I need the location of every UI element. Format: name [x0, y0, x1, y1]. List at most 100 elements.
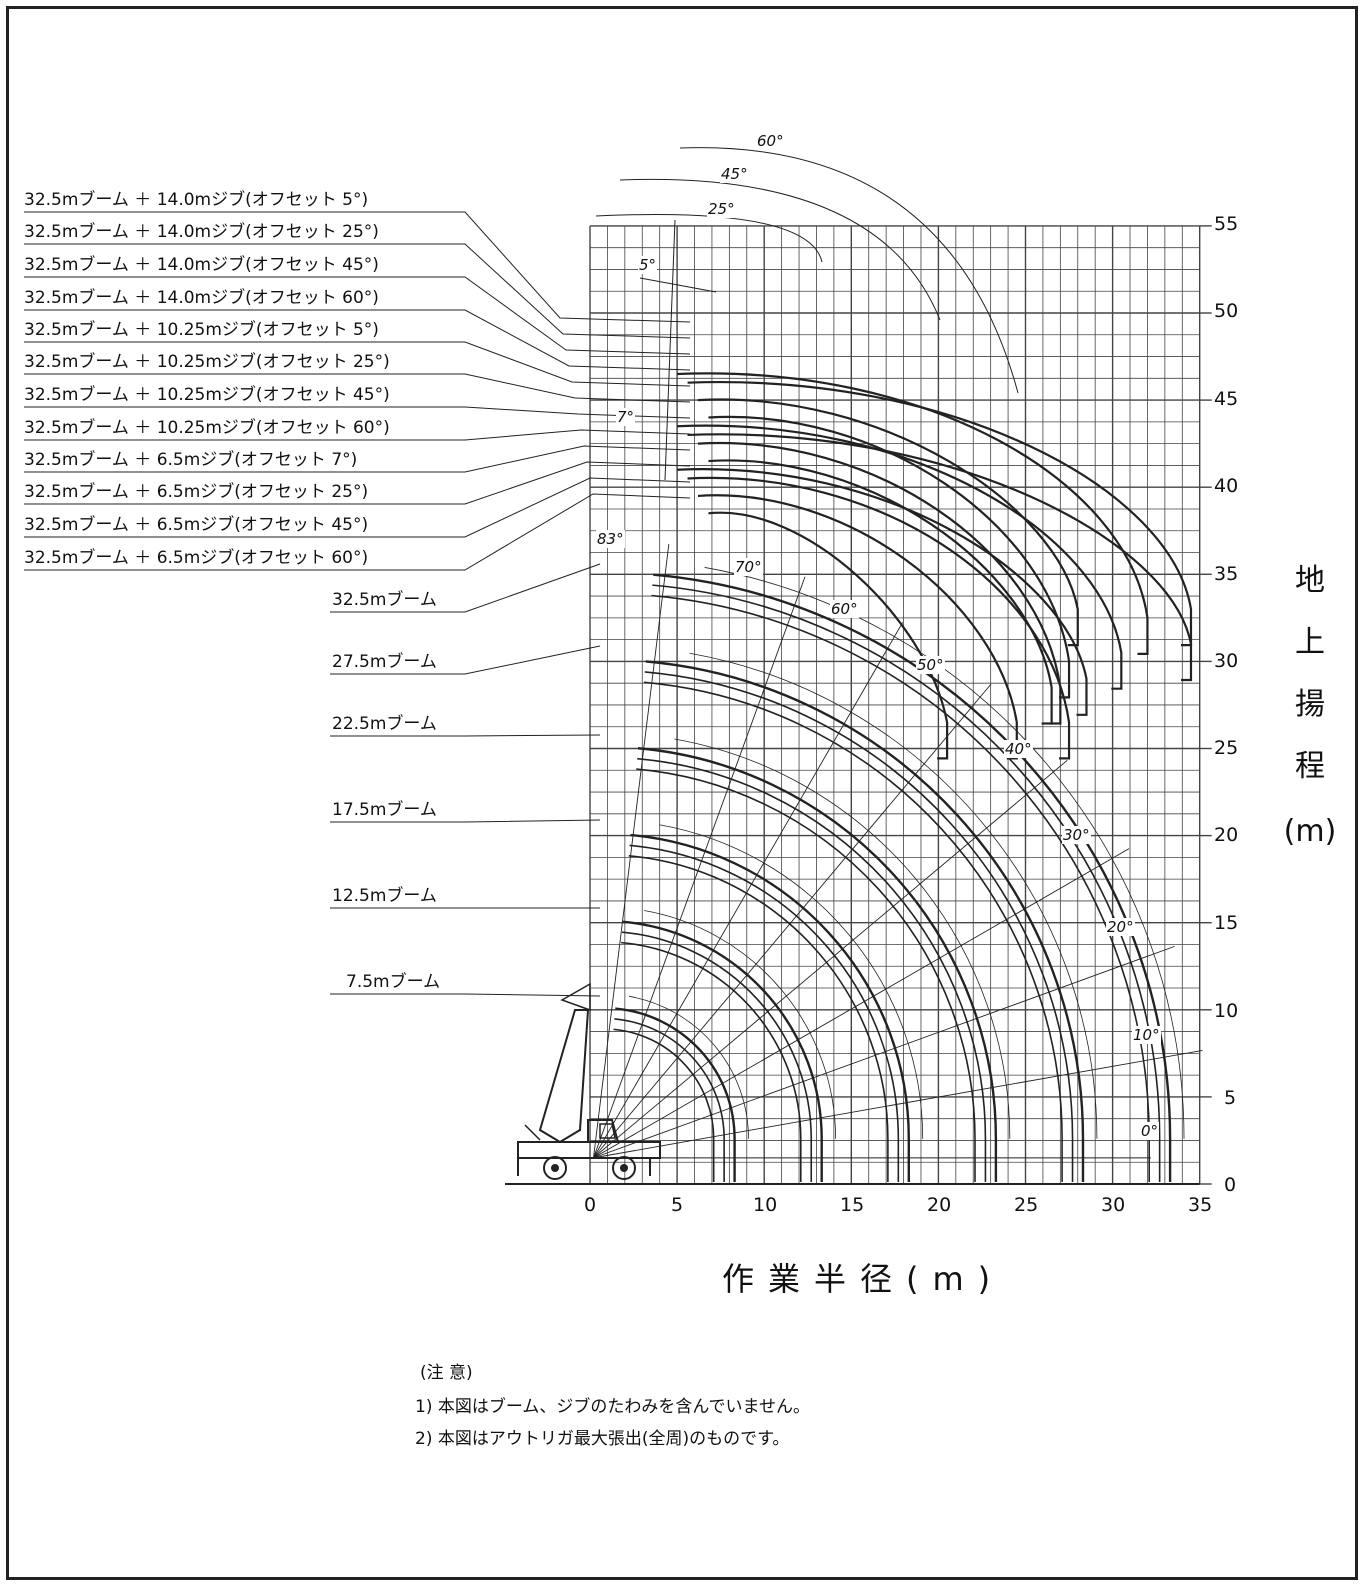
boom-range-arc: [643, 681, 1063, 1182]
x-tick: 35: [1188, 1194, 1213, 1216]
jib-label-leader: [24, 309, 691, 371]
boom-range-arc-outer: [689, 652, 1098, 1139]
jib-offset-line: [664, 219, 676, 481]
jib-label-leader: [24, 429, 691, 441]
jib-range-curve: [708, 415, 1071, 699]
jib-label-6-5m-60: 32.5mブーム ＋ 6.5mジブ(オフセット 60°): [24, 548, 369, 568]
jib-range-curve: [697, 494, 1018, 760]
boom-label-17-5m: 17.5mブーム: [332, 800, 437, 820]
angle-label-70: 70°: [734, 558, 763, 576]
y-axis-title-char: 上: [1295, 625, 1325, 660]
x-tick: 10: [753, 1194, 778, 1216]
x-tick: 20: [927, 1194, 952, 1216]
jib-range-curve: [687, 380, 1193, 647]
y-tick: 15: [1214, 912, 1239, 934]
y-tick: 35: [1214, 563, 1239, 585]
boom-label-27-5m: 27.5mブーム: [332, 652, 437, 672]
y-tick: 40: [1214, 475, 1239, 497]
boom-label-7-5m: 7.5mブーム: [346, 972, 441, 992]
boom-label-32-5m: 32.5mブーム: [332, 590, 437, 610]
jib-label-10-25m-5: 32.5mブーム ＋ 10.25mジブ(オフセット 5°): [24, 320, 379, 340]
jib-range-curve: [708, 511, 949, 760]
jib-range-curve: [687, 476, 1071, 760]
boom-angle-ray: [593, 576, 806, 1159]
offset-label-5: 5°: [638, 256, 658, 274]
boom-label-22-5m: 22.5mブーム: [332, 714, 437, 734]
boom-reach-arcs: [613, 567, 1185, 1182]
boom-angle-ray: [593, 848, 1130, 1159]
jib-label-6-5m-7: 32.5mブーム ＋ 6.5mジブ(オフセット 7°): [24, 450, 358, 470]
boom-range-arc: [621, 931, 813, 1182]
jib-label-leader: [24, 461, 691, 505]
boom-range-arc: [615, 1007, 736, 1182]
angle-label-83: 83°: [596, 530, 625, 548]
boom-angle-ray: [593, 622, 904, 1159]
boom-range-arc: [645, 660, 1085, 1182]
y-tick: 55: [1214, 213, 1239, 235]
jib-range-curve: [677, 468, 1088, 716]
jib-range-curve: [687, 433, 1193, 682]
boom-angle-ray: [593, 544, 670, 1158]
crane-icon: [517, 982, 661, 1180]
boom-range-arc: [621, 941, 802, 1182]
y-axis-title-char: 程: [1295, 749, 1325, 784]
boom-range-arc: [629, 844, 900, 1182]
x-tick: 25: [1014, 1194, 1039, 1216]
y-tick: 25: [1214, 737, 1239, 759]
boom-range-arc-outer: [674, 738, 1011, 1139]
jib-label-14m-25: 32.5mブーム ＋ 14.0mジブ(オフセット 25°): [24, 222, 379, 242]
offset-angle-arc: [595, 214, 823, 263]
boom-angle-ray: [593, 683, 992, 1159]
jib-label-14m-5: 32.5mブーム ＋ 14.0mジブ(オフセット 5°): [24, 190, 369, 210]
angle-label-40: 40°: [1004, 740, 1033, 758]
jib-range-curve: [708, 459, 1053, 725]
jib-label-leader: [24, 477, 691, 538]
boom-label-leader: [330, 993, 601, 997]
boom-range-arc: [630, 833, 910, 1182]
angle-label-0: 0°: [1140, 1122, 1160, 1140]
jib-label-leader: [24, 243, 691, 339]
x-tick: 30: [1101, 1194, 1126, 1216]
x-axis-title: 作業半径(m): [722, 1260, 1005, 1298]
note-2: 2) 本図はアウトリガ最大張出(全周)のものです。: [415, 1429, 790, 1449]
x-tick: 0: [584, 1194, 597, 1216]
offset-label-60: 60°: [756, 132, 785, 150]
boom-range-arc: [637, 757, 987, 1182]
offset-label-45: 45°: [720, 165, 749, 183]
jib-offset-arcs: [595, 147, 1019, 481]
offset-angle-arc: [619, 178, 941, 321]
page-frame: [6, 6, 1358, 1580]
y-axis-title-char: 地: [1295, 563, 1325, 598]
angle-label-50: 50°: [916, 656, 945, 674]
boom-angle-lines: [593, 544, 1203, 1159]
angle-label-10: 10°: [1132, 1026, 1161, 1044]
jib-label-10-25m-45: 32.5mブーム ＋ 10.25mジブ(オフセット 45°): [24, 385, 390, 405]
boom-label-12-5m: 12.5mブーム: [332, 886, 437, 906]
boom-range-arc-outer: [628, 995, 749, 1139]
jib-label-leader: [24, 373, 691, 403]
label-leader-lines: [24, 211, 691, 997]
boom-label-leader: [330, 734, 601, 737]
notes-title: (注 意): [420, 1363, 473, 1383]
jib-label-10-25m-60: 32.5mブーム ＋ 10.25mジブ(オフセット 60°): [24, 418, 390, 438]
boom-angle-ray: [593, 945, 1175, 1159]
boom-range-arc: [653, 573, 1172, 1182]
jib-label-leader: [24, 341, 691, 387]
y-tick: 20: [1214, 824, 1239, 846]
x-tick: 15: [840, 1194, 865, 1216]
boom-angle-ray: [593, 1050, 1203, 1159]
y-axis-title-char: 揚: [1295, 687, 1325, 722]
offset-5-indicator: [639, 277, 717, 293]
boom-range-arc: [628, 855, 889, 1182]
jib-label-leader: [24, 276, 691, 355]
boom-range-arc: [637, 747, 998, 1182]
jib-label-leader: [24, 493, 691, 571]
boom-label-leader: [330, 819, 601, 823]
x-tick: 5: [671, 1194, 684, 1216]
grid: [505, 225, 1212, 1185]
y-tick: 10: [1214, 1000, 1239, 1022]
boom-label-leader: [330, 645, 601, 675]
jib-label-14m-60: 32.5mブーム ＋ 14.0mジブ(オフセット 60°): [24, 288, 379, 308]
boom-range-arc-outer: [659, 824, 924, 1139]
